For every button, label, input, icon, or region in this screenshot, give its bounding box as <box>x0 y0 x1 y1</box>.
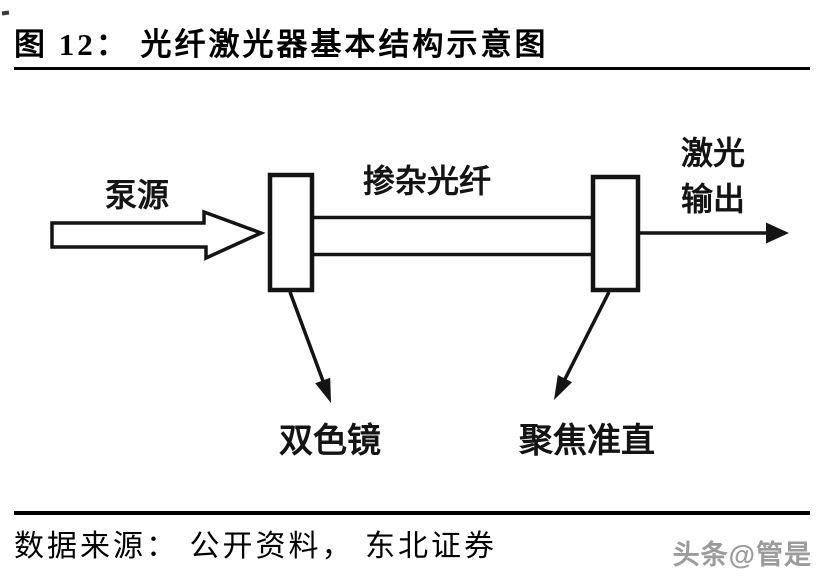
dichroic-pointer-line <box>288 291 325 382</box>
toutiao-watermark: 头条@管是 <box>672 540 812 570</box>
output-arrow-head-icon <box>766 222 789 244</box>
collimator-rect <box>590 174 641 293</box>
pump-arrow <box>50 209 266 261</box>
dichroic-pointer-head-icon <box>315 377 331 403</box>
title-underline <box>14 67 810 70</box>
pump-source-label: 泵源 <box>105 177 169 213</box>
collimator-pointer-head-icon <box>554 375 572 400</box>
doped-fiber-label: 掺杂光纤 <box>363 163 491 199</box>
collimator-pointer-line <box>563 291 611 380</box>
figure-title: 图 12： 光纤激光器基本结构示意图 <box>14 27 549 62</box>
dichroic-mirror-label: 双色镜 <box>279 422 381 460</box>
laser-output-label-line2: 输出 <box>681 181 745 217</box>
footer-rule <box>14 511 810 515</box>
laser-output-label-line1: 激光 <box>681 135 745 171</box>
focusing-collimation-label: 聚焦准直 <box>518 422 655 460</box>
dichroic-mirror-rect <box>267 172 315 293</box>
data-source-text: 数据来源： 公开资料， 东北证券 <box>14 530 497 563</box>
